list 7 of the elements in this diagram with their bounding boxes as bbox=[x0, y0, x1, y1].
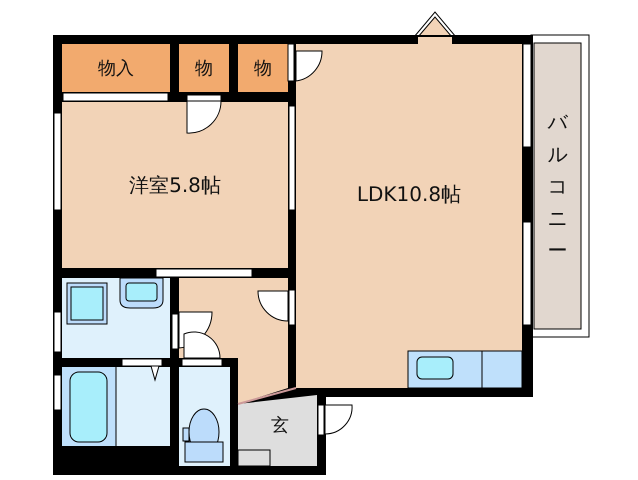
room-label: 物 bbox=[195, 57, 213, 80]
room-label: 洋室5.8帖 bbox=[129, 172, 221, 198]
room-label: 物入 bbox=[98, 57, 134, 80]
room-label: LDK10.8帖 bbox=[356, 180, 462, 208]
room-label: バルコニー bbox=[548, 109, 568, 264]
room-label: 物 bbox=[254, 57, 272, 80]
room-label: 玄 bbox=[271, 414, 289, 437]
